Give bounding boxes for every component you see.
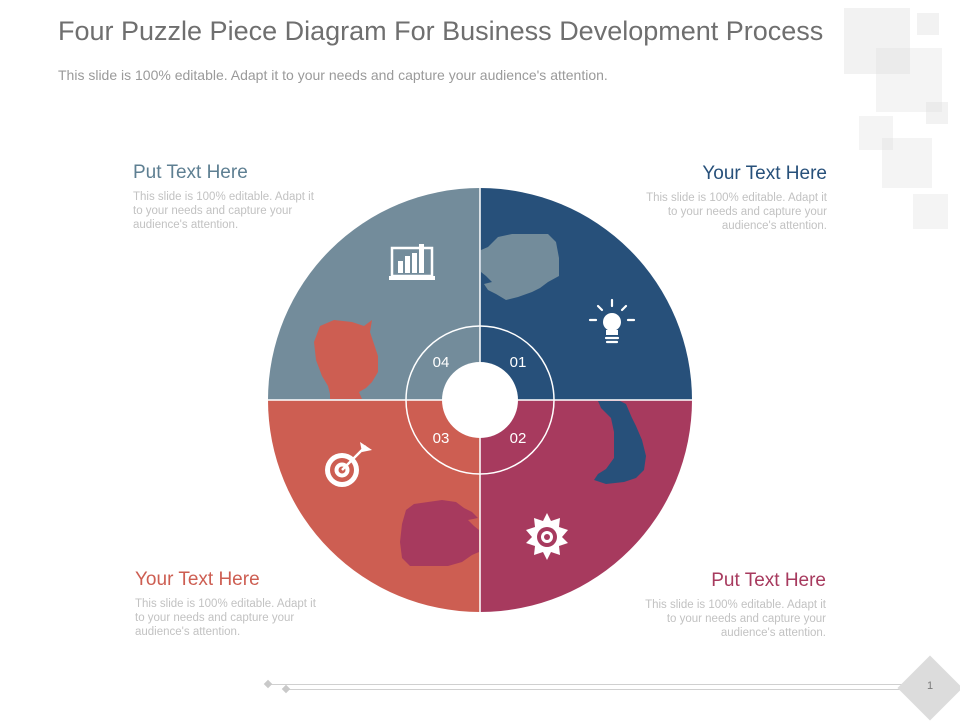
piece-number-03: 03 — [433, 430, 450, 447]
callout-title: Your Text Here — [702, 163, 827, 184]
target-icon — [325, 442, 372, 487]
callout-top-right: Your Text Here This slide is 100% editab… — [637, 163, 827, 233]
decor-square — [876, 48, 942, 112]
decor-square — [844, 8, 910, 74]
callout-title: Put Text Here — [711, 570, 826, 591]
inner-ring — [405, 325, 555, 475]
decor-square — [882, 138, 932, 188]
decor-square — [859, 116, 893, 150]
decor-square — [913, 194, 948, 229]
footer-line — [286, 689, 908, 690]
callout-bottom-right: Put Text Here This slide is 100% editabl… — [636, 570, 826, 640]
head-tab-top — [481, 234, 559, 300]
page-number: 1 — [926, 680, 934, 692]
decor-square — [926, 102, 948, 124]
callout-title: Your Text Here — [135, 569, 260, 590]
footer-line — [268, 684, 908, 685]
decor-square — [917, 13, 939, 35]
slide-subtitle: This slide is 100% editable. Adapt it to… — [58, 67, 608, 83]
head-tab-right — [594, 401, 646, 484]
bar-chart-icon — [389, 244, 435, 280]
callout-body: This slide is 100% editable. Adapt it to… — [133, 191, 314, 231]
lightbulb-icon — [588, 298, 636, 344]
callout-body: This slide is 100% editable. Adapt it to… — [645, 599, 826, 639]
callout-body: This slide is 100% editable. Adapt it to… — [646, 192, 827, 232]
slide-title: Four Puzzle Piece Diagram For Business D… — [58, 16, 824, 46]
callout-top-left: Put Text Here This slide is 100% editabl… — [133, 162, 323, 232]
piece-number-02: 02 — [510, 430, 527, 447]
head-tab-bottom — [400, 500, 479, 566]
piece-number-04: 04 — [433, 354, 450, 371]
head-tab-left — [314, 320, 378, 399]
center-hub — [442, 362, 518, 438]
gear-icon — [526, 513, 568, 560]
callout-body: This slide is 100% editable. Adapt it to… — [135, 598, 316, 638]
callout-title: Put Text Here — [133, 162, 248, 183]
piece-number-01: 01 — [510, 354, 527, 371]
callout-bottom-left: Your Text Here This slide is 100% editab… — [135, 569, 325, 639]
